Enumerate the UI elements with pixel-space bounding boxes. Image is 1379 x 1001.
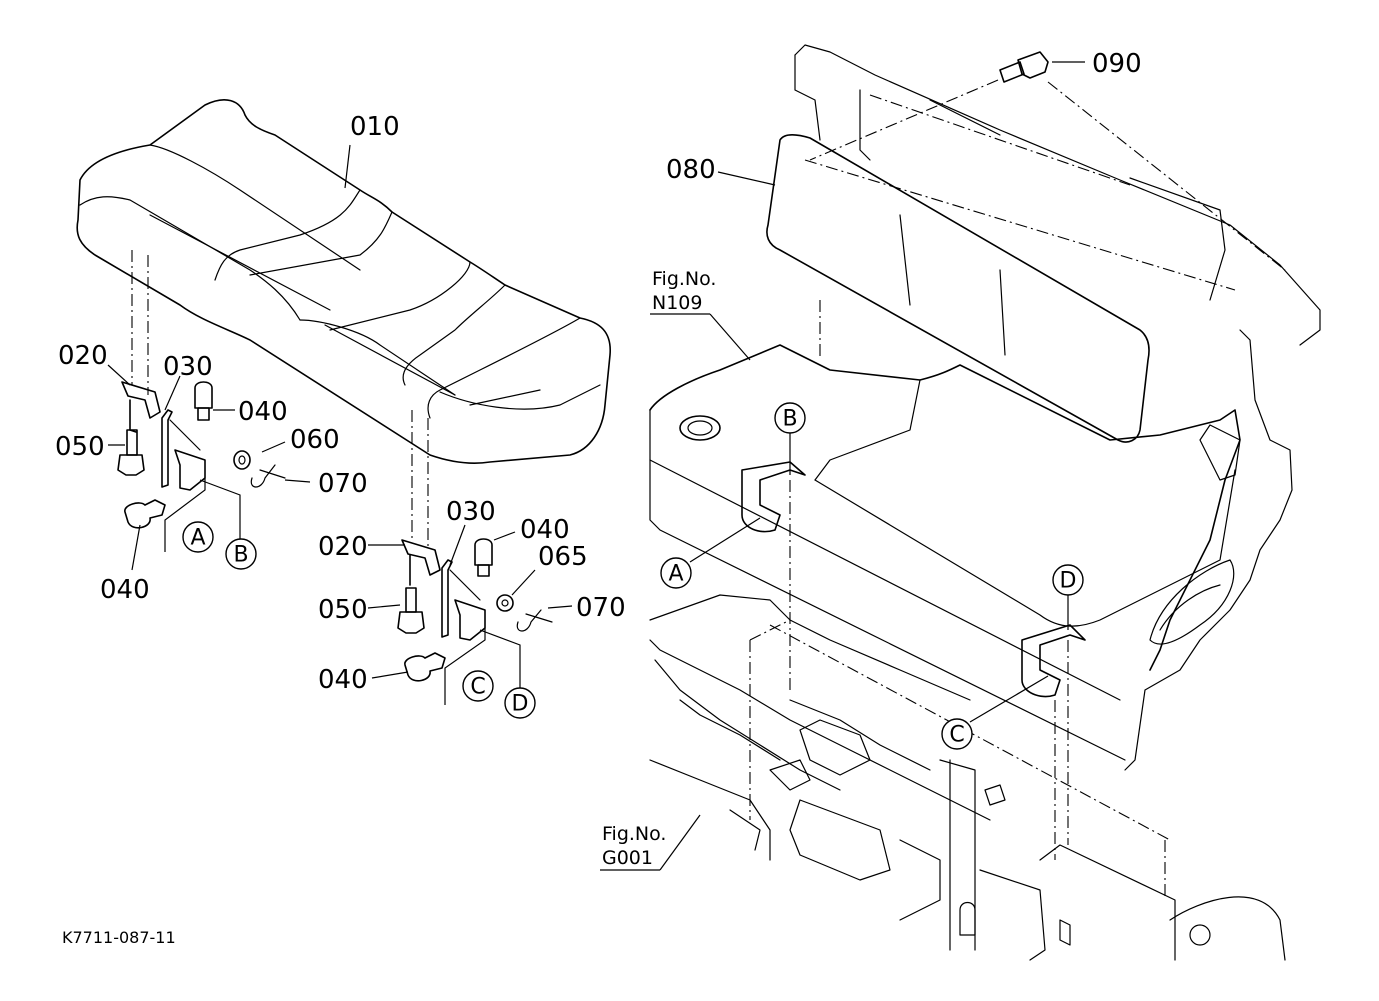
svg-text:A: A	[668, 562, 683, 587]
svg-text:D: D	[512, 692, 529, 717]
fig-ref-g001-label: Fig.No.	[602, 823, 666, 845]
fig-ref-g001-number: G001	[602, 847, 653, 869]
vehicle-body-assembly	[649, 44, 1321, 961]
label-030-right: 030	[446, 497, 496, 527]
label-030-left: 030	[163, 352, 213, 382]
svg-text:C: C	[470, 675, 485, 700]
bolt-050-right	[397, 587, 425, 634]
label-050-right: 050	[318, 595, 368, 625]
callout-a-right: A	[660, 557, 692, 589]
seat-cushion	[76, 99, 611, 464]
callout-c-left: C	[462, 670, 494, 702]
label-010: 010	[350, 112, 400, 142]
fig-ref-n109-label: Fig.No.	[652, 268, 716, 290]
label-040-bottom-left: 040	[100, 575, 150, 605]
drawing-code: K7711-087-11	[62, 928, 176, 947]
pin-040-top-right	[474, 538, 493, 577]
label-070-left: 070	[318, 469, 368, 499]
bolt-090	[999, 51, 1049, 83]
label-090: 090	[1092, 49, 1142, 79]
callout-d-left: D	[504, 687, 536, 719]
label-080: 080	[666, 155, 716, 185]
label-060: 060	[290, 425, 340, 455]
pin-040-bottom-left	[124, 499, 166, 529]
label-040-bottom-right: 040	[318, 665, 368, 695]
label-040-top-left: 040	[238, 397, 288, 427]
svg-text:C: C	[949, 723, 964, 748]
callout-a-left: A	[182, 521, 214, 553]
callout-b-left: B	[225, 538, 257, 570]
bracket-020-left	[121, 381, 161, 433]
label-070-right: 070	[576, 593, 626, 623]
callout-c-right: C	[941, 718, 973, 750]
bolt-050-left	[117, 429, 145, 476]
svg-text:B: B	[233, 543, 248, 568]
label-065: 065	[538, 542, 588, 572]
svg-text:D: D	[1060, 569, 1077, 594]
label-020-right: 020	[318, 532, 368, 562]
label-050-left: 050	[55, 432, 105, 462]
pin-040-top-left	[194, 381, 213, 421]
svg-text:B: B	[782, 407, 797, 432]
bracket-030-right	[441, 559, 486, 641]
label-040-top-right: 040	[520, 515, 570, 545]
callout-d-right: D	[1052, 564, 1084, 596]
bracket-020-right	[401, 539, 441, 586]
label-020-left: 020	[58, 341, 108, 371]
svg-text:A: A	[190, 526, 205, 551]
pin-040-bottom-right	[404, 652, 446, 682]
callout-b-right: B	[774, 402, 806, 434]
fig-ref-n109-number: N109	[652, 292, 702, 314]
bracket-030-left	[161, 409, 206, 491]
